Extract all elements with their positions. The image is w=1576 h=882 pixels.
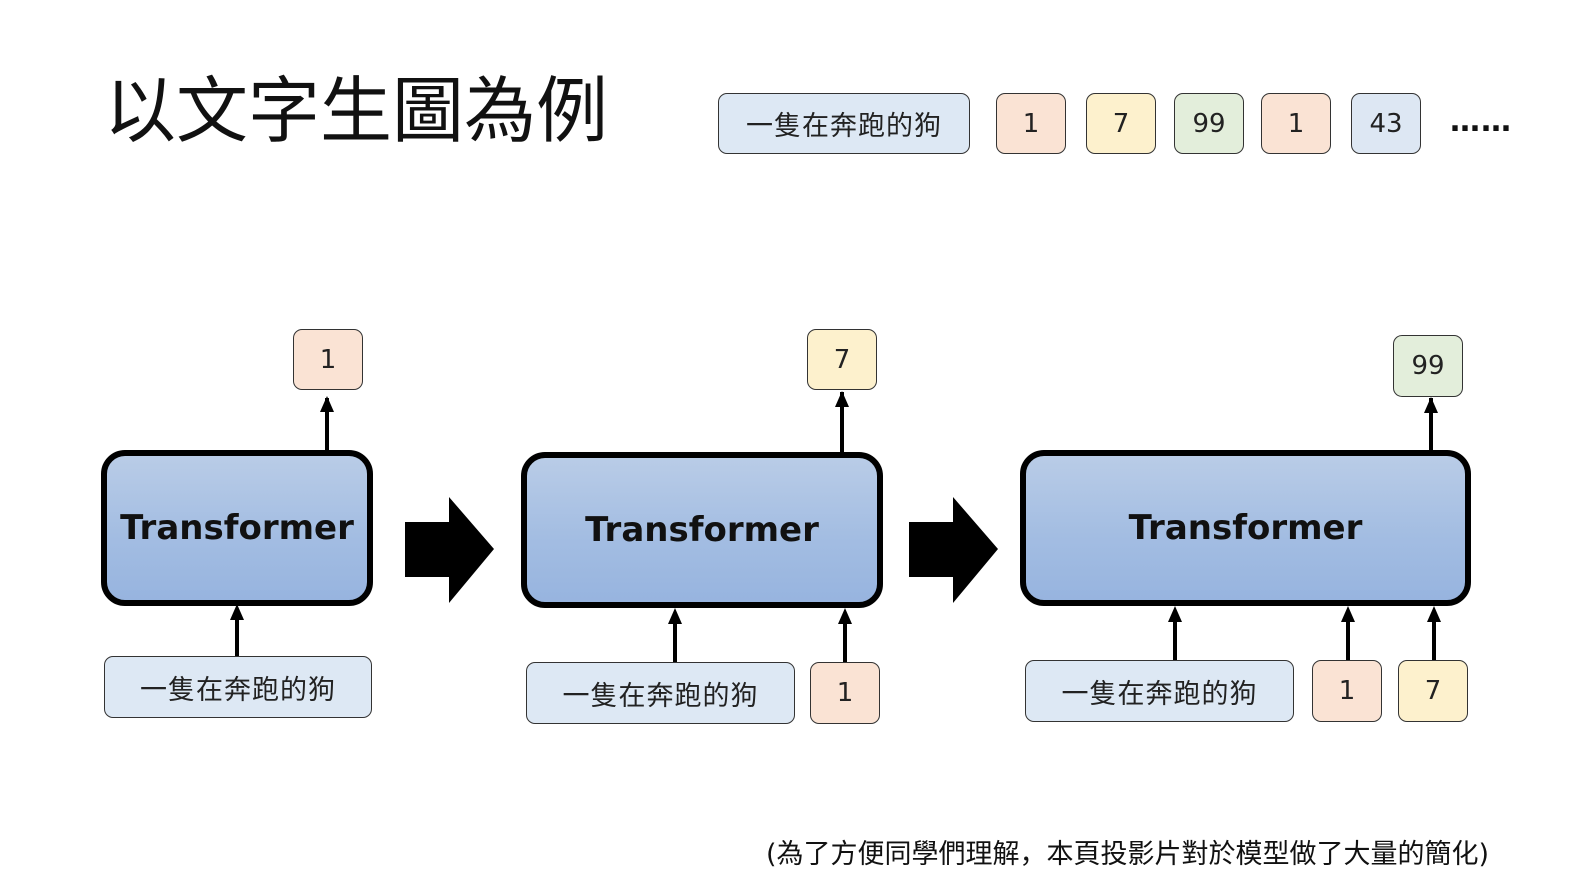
step2-input-prompt-text: 一隻在奔跑的狗 (562, 680, 759, 712)
sequence-token: 1 (1261, 93, 1331, 154)
step1-input-arrow (230, 604, 244, 656)
step2-input-arrow-prompt (668, 608, 682, 662)
sequence-token: 1 (996, 93, 1066, 154)
sequence-token: 7 (1086, 93, 1156, 154)
simplification-note: (為了方便同學們理解，本頁投影片對於模型做了大量的簡化) (766, 839, 1490, 870)
step3-input-prompt-text: 一隻在奔跑的狗 (1061, 678, 1258, 710)
step3-input-prompt: 一隻在奔跑的狗 (1025, 660, 1294, 722)
transformer-label: Transformer (120, 508, 354, 548)
step3-input-token: 7 (1398, 660, 1468, 722)
sequence-prompt: 一隻在奔跑的狗 (718, 93, 970, 154)
step3-input-arrow-token1 (1341, 606, 1355, 660)
page-title: 以文字生圖為例 (104, 69, 609, 153)
big-arrow-2 (909, 497, 998, 603)
step1-output-arrow (320, 396, 334, 451)
step3-input-token: 1 (1312, 660, 1382, 722)
step1-input-prompt-text: 一隻在奔跑的狗 (140, 674, 336, 706)
step1-output-token: 1 (293, 329, 363, 390)
sequence-prompt-text: 一隻在奔跑的狗 (746, 111, 942, 142)
step2-input-arrow-token (838, 608, 852, 662)
step3-output-token: 99 (1393, 335, 1463, 397)
step1-input-prompt: 一隻在奔跑的狗 (104, 656, 372, 718)
big-arrow-1 (405, 497, 494, 603)
step3-input-arrow-token2 (1427, 606, 1441, 660)
step2-output-arrow (835, 391, 849, 454)
transformer-label: Transformer (1128, 508, 1363, 548)
sequence-ellipsis: …… (1450, 104, 1512, 139)
step2-input-prompt: 一隻在奔跑的狗 (526, 662, 795, 724)
step1-transformer: Transformer (101, 450, 373, 606)
step2-input-token: 1 (810, 662, 880, 724)
sequence-token: 43 (1351, 93, 1421, 154)
step2-transformer: Transformer (521, 452, 883, 608)
step2-output-token: 7 (807, 329, 877, 390)
transformer-label: Transformer (585, 510, 819, 550)
step3-input-arrow-prompt (1168, 606, 1182, 660)
step3-transformer: Transformer (1020, 450, 1471, 606)
sequence-token: 99 (1174, 93, 1244, 154)
step3-output-arrow (1424, 397, 1438, 452)
